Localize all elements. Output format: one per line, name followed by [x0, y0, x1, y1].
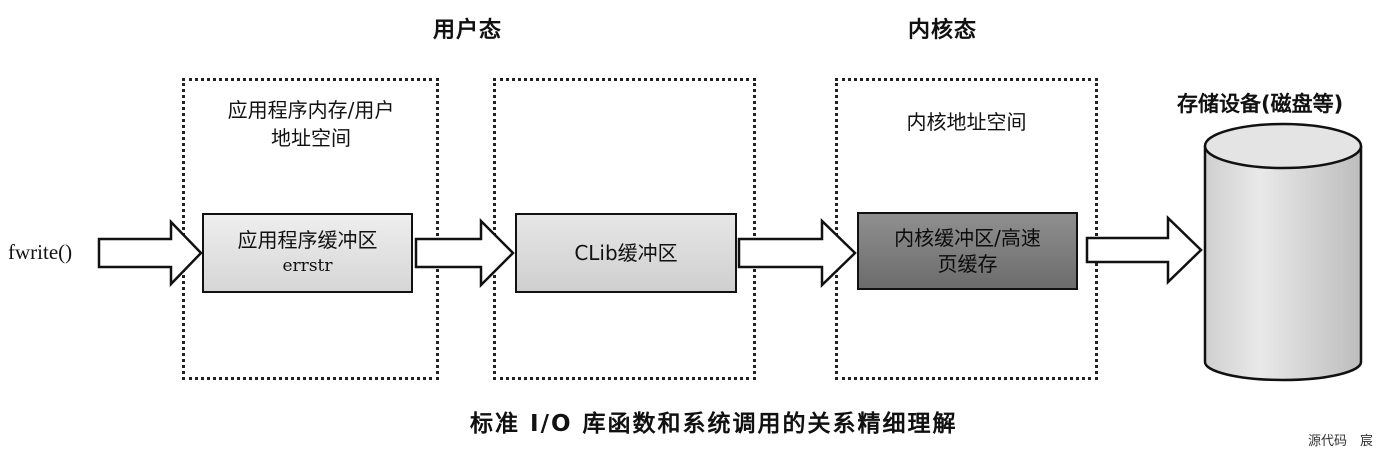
clib-buffer-label: CLib缓冲区 [574, 241, 678, 265]
arrow-fwrite-to-app [97, 218, 203, 288]
watermark-text: 源代码 宸 [1308, 434, 1374, 449]
app-buffer-label: 应用程序缓冲区 [237, 228, 378, 252]
app-memory-region [182, 78, 439, 380]
kernel-region [835, 78, 1098, 380]
app-memory-label: 应用程序内存/用户 地址空间 [227, 98, 395, 150]
clib-buffer-box: CLib缓冲区 [515, 213, 737, 293]
diagram-caption: 标准 I/O 库函数和系统调用的关系精细理解 [470, 411, 958, 437]
kernel-mode-heading: 内核态 [908, 18, 978, 43]
storage-label: 存储设备(磁盘等) [1177, 92, 1344, 116]
arrow-app-to-clib [414, 217, 515, 289]
kernel-address-label: 内核地址空间 [906, 110, 1027, 134]
arrow-kernel-to-storage [1085, 215, 1203, 285]
fwrite-label: fwrite() [8, 240, 73, 264]
arrow-clib-to-kernel [737, 218, 857, 288]
kernel-buffer-label: 内核缓冲区/高速 页缓存 [894, 226, 1041, 276]
kernel-buffer-box: 内核缓冲区/高速 页缓存 [857, 212, 1078, 290]
app-buffer-sublabel: errstr [282, 256, 333, 276]
clib-region [493, 78, 756, 380]
user-mode-heading: 用户态 [433, 18, 503, 43]
storage-cylinder-icon [1203, 122, 1363, 382]
app-buffer-box: 应用程序缓冲区 errstr [202, 213, 413, 293]
